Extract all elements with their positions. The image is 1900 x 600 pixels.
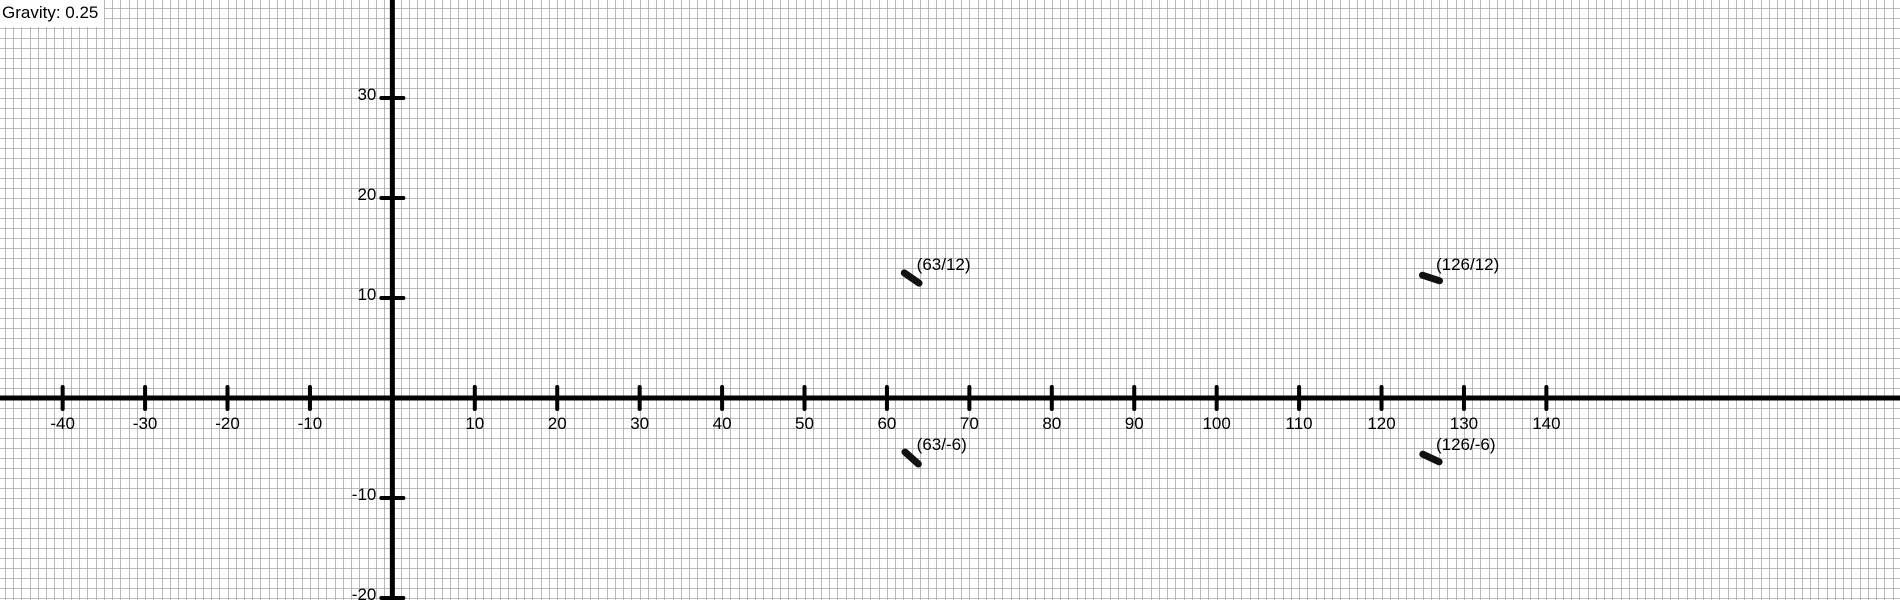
tick-labels: -40 -30 -20 -10 10 20 30 40 50 60 70 80 90 100 110 120 1… (50, 0, 1560, 600)
data-point-label: (63/-6) (917, 435, 967, 454)
x-tick-label: 110 (1286, 414, 1313, 433)
tick-marks (60, 96, 1549, 600)
gravity-readout: Gravity: 0.25 (0, 0, 105, 27)
y-tick-label: -10 (352, 485, 377, 504)
y-tick-label: 30 (357, 85, 376, 104)
gravity-label: Gravity: (2, 3, 61, 22)
x-tick-label: -20 (215, 414, 240, 433)
x-tick-label: 100 (1202, 414, 1230, 433)
data-point-mark (1418, 271, 1444, 285)
y-tick-label: 10 (357, 285, 376, 304)
x-tick-label: 40 (713, 414, 732, 433)
y-tick-label: 20 (357, 185, 376, 204)
x-tick-label: 120 (1367, 414, 1395, 433)
data-point-label: (126/-6) (1436, 435, 1496, 454)
y-tick-label: 40 (357, 0, 376, 4)
x-tick-label: 80 (1042, 414, 1061, 433)
data-point-mark (901, 448, 922, 468)
x-tick-label: 70 (960, 414, 979, 433)
x-tick-label: 90 (1125, 414, 1144, 433)
data-point-label: (63/12) (917, 255, 971, 274)
x-tick-label: 140 (1532, 414, 1560, 433)
data-point-label: (126/12) (1436, 255, 1499, 274)
x-tick-label: 60 (877, 414, 896, 433)
gravity-value: 0.25 (65, 3, 99, 22)
data-points: (63/12) (126/12) (63/-6) (126/-6) (900, 255, 1499, 468)
data-point-mark (900, 269, 923, 287)
x-tick-label: 10 (465, 414, 484, 433)
x-tick-label: -40 (50, 414, 75, 433)
x-tick-label: 50 (795, 414, 814, 433)
x-tick-label: 20 (548, 414, 567, 433)
x-tick-label: -10 (298, 414, 323, 433)
data-point-mark (1419, 450, 1443, 466)
x-tick-label: -30 (133, 414, 158, 433)
x-tick-label: 30 (630, 414, 649, 433)
x-tick-label: 130 (1450, 414, 1478, 433)
y-tick-label: -20 (352, 585, 377, 600)
